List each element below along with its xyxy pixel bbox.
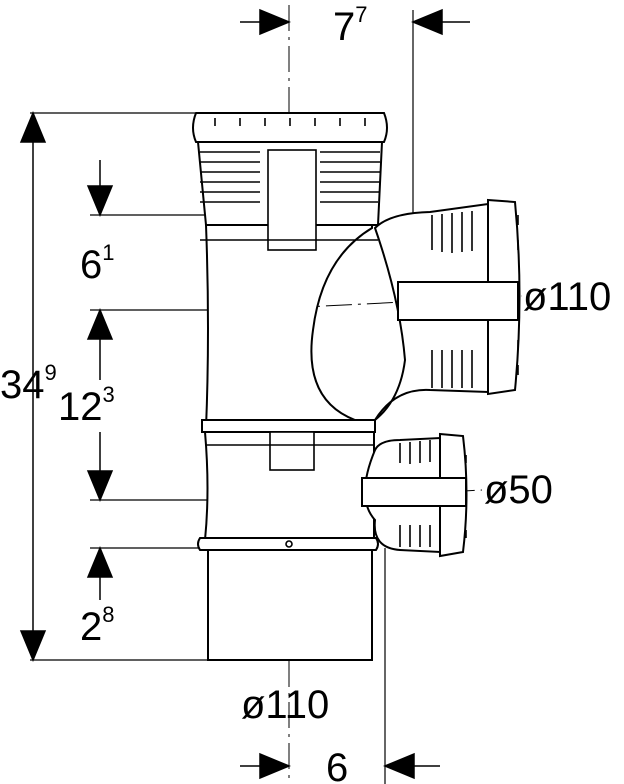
small-branch-diameter-label: ø50 xyxy=(484,468,553,512)
lower-body-details xyxy=(205,431,374,548)
middle-collar xyxy=(201,419,376,433)
large-branch-diameter-label: ø110 xyxy=(523,275,611,319)
small-branch xyxy=(361,432,468,558)
bottom-width-label: 6 xyxy=(326,746,348,784)
main-pipe xyxy=(192,112,388,661)
main-diameter-label: ø110 xyxy=(241,683,329,727)
lower-offset-label: 28 xyxy=(80,602,115,649)
large-branch-ribs xyxy=(431,211,519,388)
top-socket-rim xyxy=(192,112,388,143)
upper-offset-label: 61 xyxy=(80,240,115,287)
dimension-arrows xyxy=(19,8,470,780)
branch-spacing-label: 123 xyxy=(58,382,115,429)
spigot xyxy=(207,549,373,661)
top-width-label: 77 xyxy=(333,2,368,49)
small-branch-ribs xyxy=(399,440,467,547)
upper-socket-ribs xyxy=(200,118,380,251)
upper-body xyxy=(204,224,373,429)
large-branch-lug xyxy=(397,281,519,321)
large-branch xyxy=(373,198,521,421)
small-branch-lug xyxy=(361,477,467,507)
total-height-label: 349 xyxy=(0,360,57,407)
